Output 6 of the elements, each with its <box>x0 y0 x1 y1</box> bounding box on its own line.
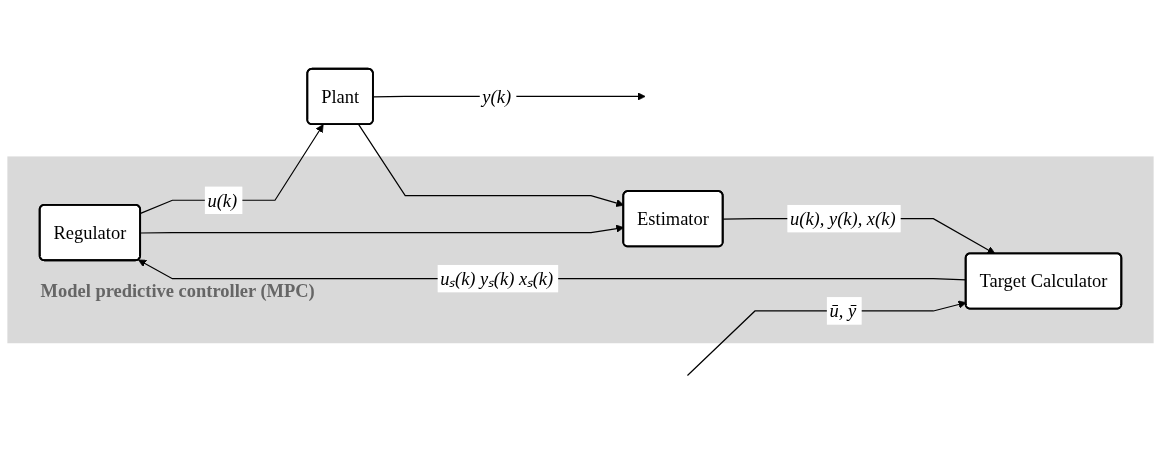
edge-label: u(k) <box>207 190 238 211</box>
edge-label: u(k), y(k), x(k) <box>790 208 896 229</box>
arrow <box>686 300 967 377</box>
edge-label: y(k) <box>482 86 512 107</box>
edge-label: uₛ(k) yₛ(k) xₛ(k) <box>440 268 554 289</box>
edge-label: ū, ȳ <box>829 300 857 322</box>
